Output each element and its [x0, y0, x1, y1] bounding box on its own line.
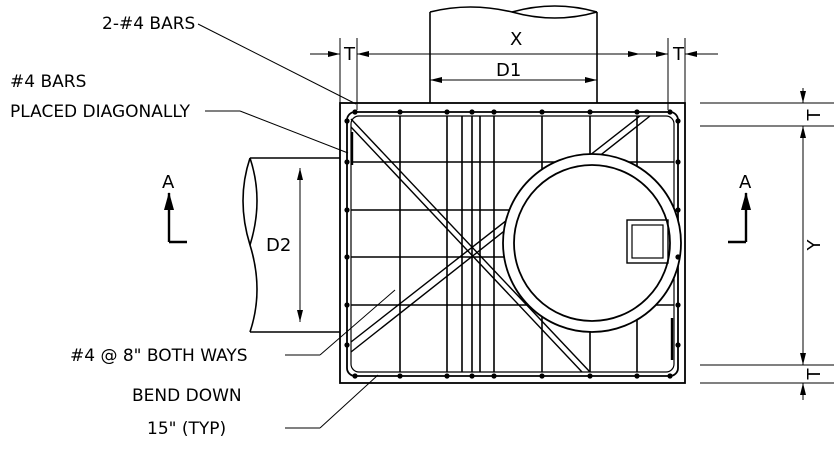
bar-dot: [344, 118, 350, 124]
bar-dot: [675, 254, 681, 260]
dim-d1: D1: [496, 60, 521, 81]
bar-dot: [539, 373, 545, 379]
dim-t-left: T: [343, 44, 356, 65]
label-top-bars: 2-#4 BARS: [102, 14, 195, 34]
bar-dot: [469, 373, 475, 379]
bar-dot: [491, 109, 497, 115]
dimension-left: [297, 168, 303, 322]
bar-dot: [397, 109, 403, 115]
top-pipe: [429, 5, 598, 103]
bar-dot: [587, 373, 593, 379]
dim-t-right: T: [672, 44, 685, 65]
bar-dot: [634, 373, 640, 379]
left-pipe: [242, 157, 340, 333]
label-bend-line2: 15" (TYP): [147, 419, 226, 439]
bar-dot: [444, 109, 450, 115]
bar-dot: [675, 207, 681, 213]
bar-dot: [352, 373, 358, 379]
bar-dot: [469, 109, 475, 115]
section-marker-left: [164, 192, 187, 244]
bar-dot: [675, 342, 681, 348]
bar-dots: [344, 109, 681, 379]
bar-dot: [675, 118, 681, 124]
bar-dot: [444, 373, 450, 379]
bar-dot: [587, 109, 593, 115]
leaders: [197, 23, 396, 429]
dim-t-top-right: T: [804, 109, 825, 122]
bar-dot: [491, 373, 497, 379]
bar-dot: [344, 302, 350, 308]
label-bend-line1: BEND DOWN: [132, 386, 242, 406]
bar-dot: [634, 109, 640, 115]
dim-x: X: [510, 29, 522, 50]
bar-dot: [344, 159, 350, 165]
bar-dot: [667, 109, 673, 115]
label-diag-bars-line1: #4 BARS: [10, 72, 86, 92]
manhole-opening: [502, 153, 682, 333]
bar-dot: [675, 302, 681, 308]
dimension-right: [700, 88, 834, 400]
section-label-right: A: [739, 172, 752, 193]
dim-t-bottom-right: T: [804, 368, 825, 381]
bar-dot: [397, 373, 403, 379]
label-mesh: #4 @ 8" BOTH WAYS: [70, 346, 248, 366]
bar-dot: [344, 342, 350, 348]
dim-y: Y: [804, 239, 825, 252]
dimension-top: [310, 38, 718, 110]
bar-dot: [539, 109, 545, 115]
section-label-left: A: [162, 172, 175, 193]
bar-dot: [352, 109, 358, 115]
section-marker-right: [728, 192, 751, 244]
dim-d2: D2: [266, 235, 291, 256]
bar-dot: [667, 373, 673, 379]
bar-dot: [675, 159, 681, 165]
bar-dot: [344, 207, 350, 213]
bar-dot: [344, 254, 350, 260]
label-diag-bars-line2: PLACED DIAGONALLY: [10, 102, 191, 122]
